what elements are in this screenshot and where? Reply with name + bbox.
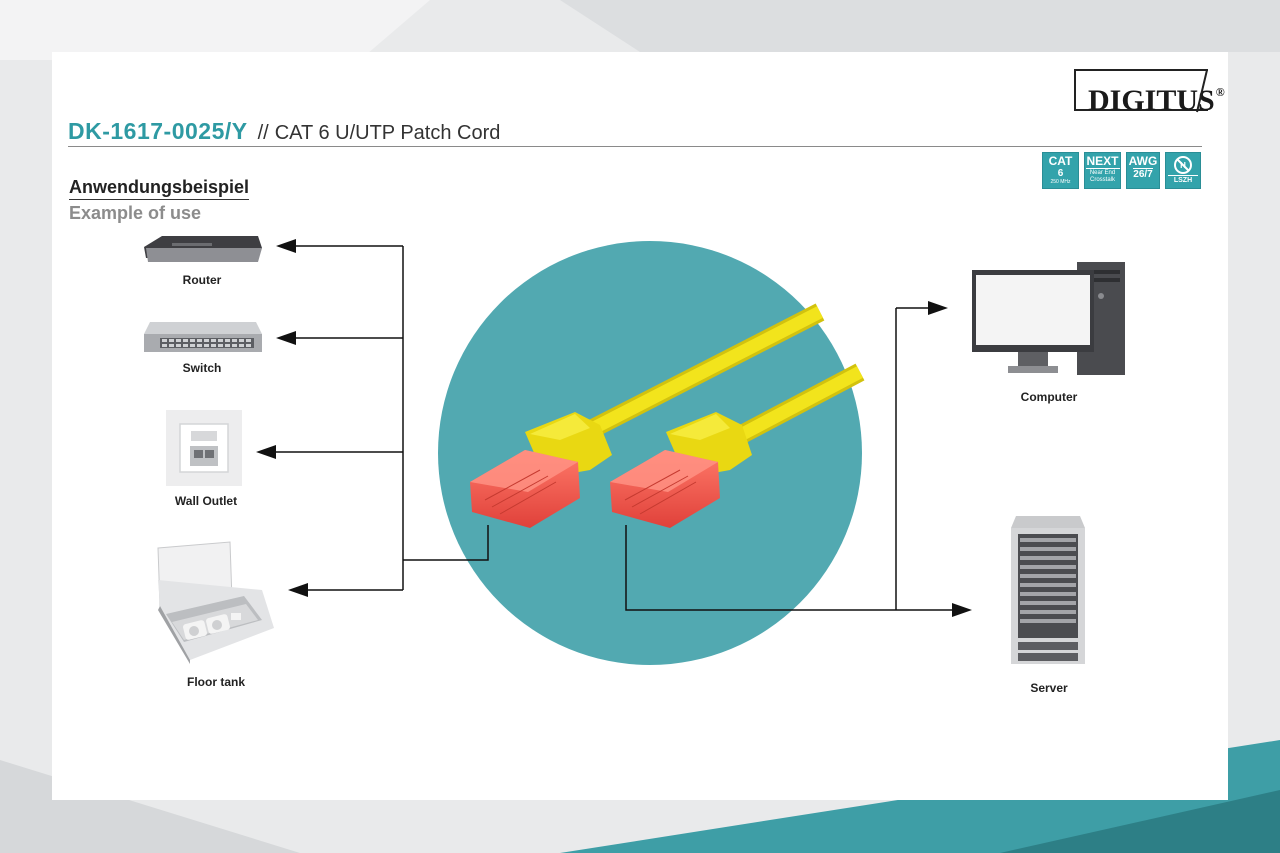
cat-number: 6 — [1057, 168, 1064, 179]
wall-outlet-icon — [166, 410, 242, 486]
computer-icon — [972, 262, 1125, 375]
cat-frequency: 250 MHz — [1050, 179, 1071, 185]
awg-badge: AWG 26/7 — [1126, 152, 1160, 189]
product-name: CAT 6 U/UTP Patch Cord — [274, 122, 501, 144]
lszh-label: LSZH — [1168, 175, 1198, 185]
floor-tank-icon — [157, 541, 274, 664]
heading-german: Anwendungsbeispiel — [69, 175, 250, 200]
computer-label: Computer — [1020, 390, 1078, 404]
title-divider — [68, 146, 1202, 147]
patch-cable — [525, 303, 865, 478]
cat-label: CAT — [1048, 154, 1073, 168]
next-description: Near End Crosstalk — [1085, 168, 1120, 184]
cat6-badge: CAT 6 250 MHz — [1042, 152, 1079, 189]
arrow-router — [276, 239, 296, 253]
next-label: NEXT — [1086, 154, 1119, 168]
lszh-badge: H LSZH — [1165, 152, 1201, 189]
arrow-computer — [928, 301, 948, 315]
router-icon — [144, 236, 262, 262]
switch-icon — [144, 322, 262, 352]
server-icon — [1011, 516, 1085, 664]
right-arrowheads — [928, 301, 972, 617]
switch-label: Switch — [182, 361, 222, 375]
wall-outlet-label: Wall Outlet — [174, 494, 238, 508]
product-code: DK-1617-0025/Y — [68, 118, 248, 144]
svg-text:H: H — [1180, 161, 1186, 170]
logo-slash — [1196, 69, 1208, 113]
digitus-logo: DIGITUS® — [1074, 69, 1225, 117]
server-label: Server — [1030, 681, 1068, 695]
awg-label: AWG — [1128, 154, 1158, 168]
arrow-floor-tank — [288, 583, 308, 597]
rj45-connector-right — [610, 450, 720, 528]
registered-mark: ® — [1215, 85, 1225, 99]
product-circle — [438, 241, 862, 665]
left-connection-lines — [275, 245, 489, 591]
heading-english: Example of use — [69, 203, 202, 223]
awg-value: 26/7 — [1133, 168, 1153, 180]
rj45-connector-left — [470, 450, 580, 528]
router-label: Router — [182, 273, 222, 287]
left-arrowheads — [256, 239, 308, 597]
floor-tank-label: Floor tank — [186, 675, 246, 689]
halogen-free-icon: H — [1174, 156, 1192, 174]
arrow-wall-outlet — [256, 445, 276, 459]
feature-badges: CAT 6 250 MHz NEXT Near End Crosstalk AW… — [1042, 152, 1201, 189]
arrow-server — [952, 603, 972, 617]
arrow-switch — [276, 331, 296, 345]
brand-name: DIGITUS — [1088, 84, 1215, 117]
product-title: DK-1617-0025/Y //CAT 6 U/UTP Patch Cord — [68, 117, 500, 149]
next-badge: NEXT Near End Crosstalk — [1084, 152, 1121, 189]
right-connection-lines — [625, 307, 952, 611]
product-separator: // — [257, 122, 269, 144]
